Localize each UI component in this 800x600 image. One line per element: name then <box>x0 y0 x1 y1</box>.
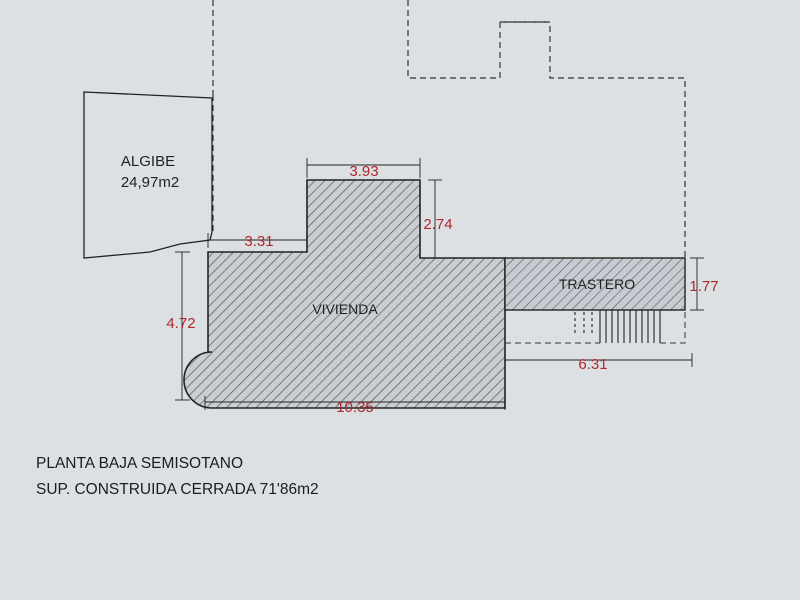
vivienda-label: VIVIENDA <box>312 301 378 317</box>
dashed-outline-lower <box>505 312 686 344</box>
plan-built-area: SUP. CONSTRUIDA CERRADA 71'86m2 <box>36 481 319 498</box>
dimension-lines <box>175 158 704 410</box>
dim-top-width: 3.93 <box>349 163 378 180</box>
vivienda-area <box>183 179 506 409</box>
trastero-label: TRASTERO <box>559 276 635 292</box>
algibe-area-label: 24,97m2 <box>121 174 179 191</box>
trastero-area <box>504 257 686 311</box>
plan-title: PLANTA BAJA SEMISOTANO <box>36 455 243 472</box>
dim-left-step: 3.31 <box>244 233 273 250</box>
algibe-label: ALGIBE <box>121 153 175 170</box>
algibe-room <box>83 91 213 259</box>
dashed-outline-upper <box>212 0 686 258</box>
dim-bottom-width: 10.35 <box>336 399 374 416</box>
dim-left-height: 4.72 <box>166 315 195 332</box>
stairs <box>574 310 661 343</box>
dim-trastero-width: 6.31 <box>578 356 607 373</box>
dim-upper-height: 2.74 <box>423 216 452 233</box>
dim-trastero-height: 1.77 <box>689 278 718 295</box>
